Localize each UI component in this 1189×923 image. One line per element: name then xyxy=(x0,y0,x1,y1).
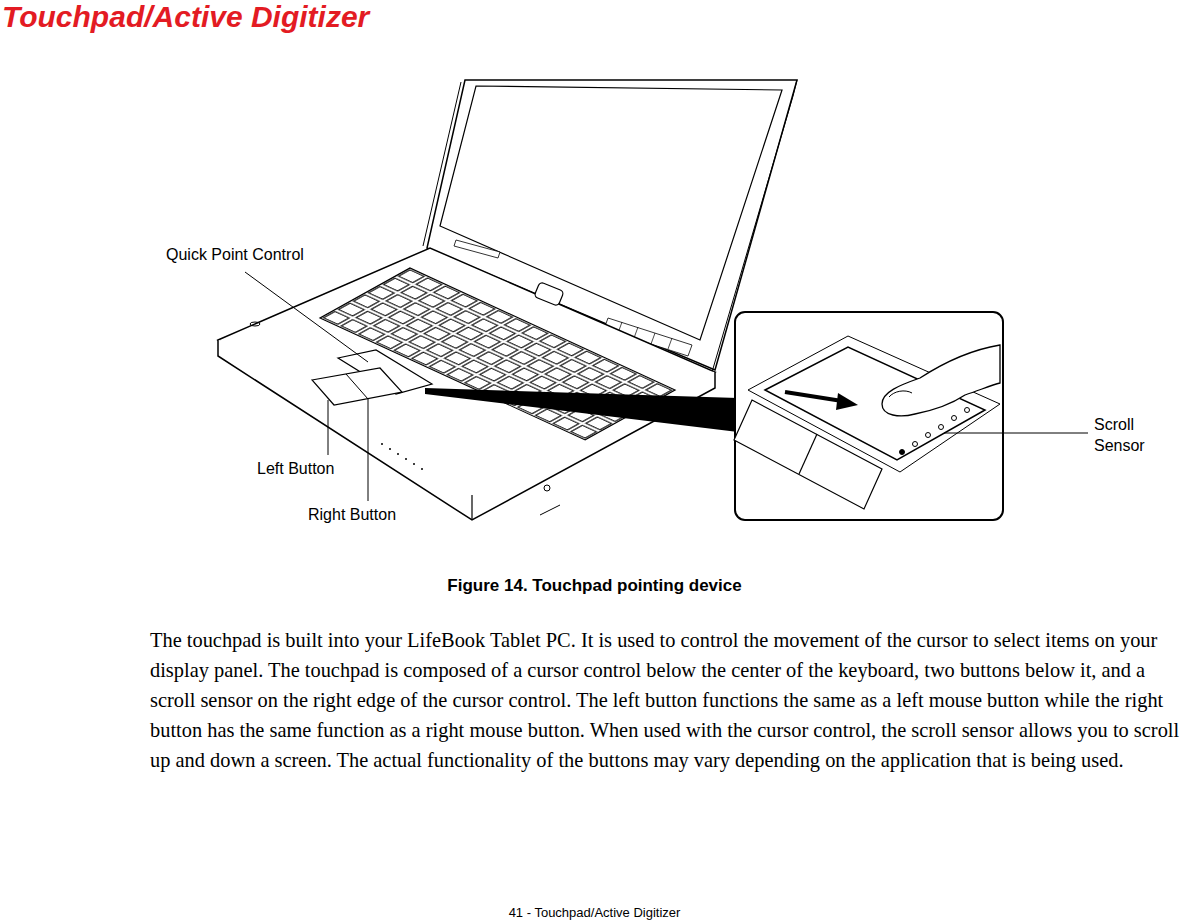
tablet-button-divider xyxy=(668,338,672,349)
led xyxy=(389,448,391,450)
led xyxy=(421,468,423,470)
hinge xyxy=(534,282,564,307)
led xyxy=(381,443,383,445)
touchpad-buttons xyxy=(312,368,402,405)
tablet-button-divider xyxy=(651,333,655,344)
figure-caption: Figure 14. Touchpad pointing device xyxy=(0,576,1189,596)
motion-arrowhead xyxy=(836,393,858,410)
leader-line xyxy=(328,400,329,455)
callout-label: Left Button xyxy=(257,460,334,478)
zoom-wedge xyxy=(425,388,738,432)
pad-button-divider xyxy=(799,434,817,474)
scroll-dot xyxy=(926,433,931,438)
page-title: Touchpad/Active Digitizer xyxy=(2,0,369,34)
base-corner xyxy=(471,495,472,520)
motion-arrow xyxy=(785,392,842,401)
finger xyxy=(882,345,1000,416)
scroll-dot xyxy=(939,425,944,430)
zoom-inset xyxy=(735,312,1003,520)
pad-buttons xyxy=(734,400,882,509)
leader-line xyxy=(245,272,368,362)
drive-slot xyxy=(540,505,560,515)
leader-line xyxy=(944,433,1088,434)
fingernail xyxy=(889,391,912,397)
scroll-dot xyxy=(900,450,905,455)
callout-label: Scroll Sensor xyxy=(1094,414,1160,456)
button-divider xyxy=(346,374,368,399)
callout-label: Right Button xyxy=(308,506,396,524)
body-paragraph: The touchpad is built into your LifeBook… xyxy=(150,625,1180,775)
scroll-dot xyxy=(913,442,918,447)
scroll-dot xyxy=(952,416,957,421)
led xyxy=(397,453,399,455)
port xyxy=(544,485,550,491)
latch xyxy=(250,322,260,326)
page-footer: 41 - Touchpad/Active Digitizer xyxy=(0,905,1189,920)
scroll-dot xyxy=(965,408,970,413)
led-dots xyxy=(381,443,423,470)
callout-label: Quick Point Control xyxy=(166,246,304,264)
status-leds xyxy=(454,240,500,258)
leader-line xyxy=(368,398,369,501)
led xyxy=(413,463,415,465)
scroll-sensor-dots xyxy=(900,408,970,455)
led xyxy=(405,458,407,460)
